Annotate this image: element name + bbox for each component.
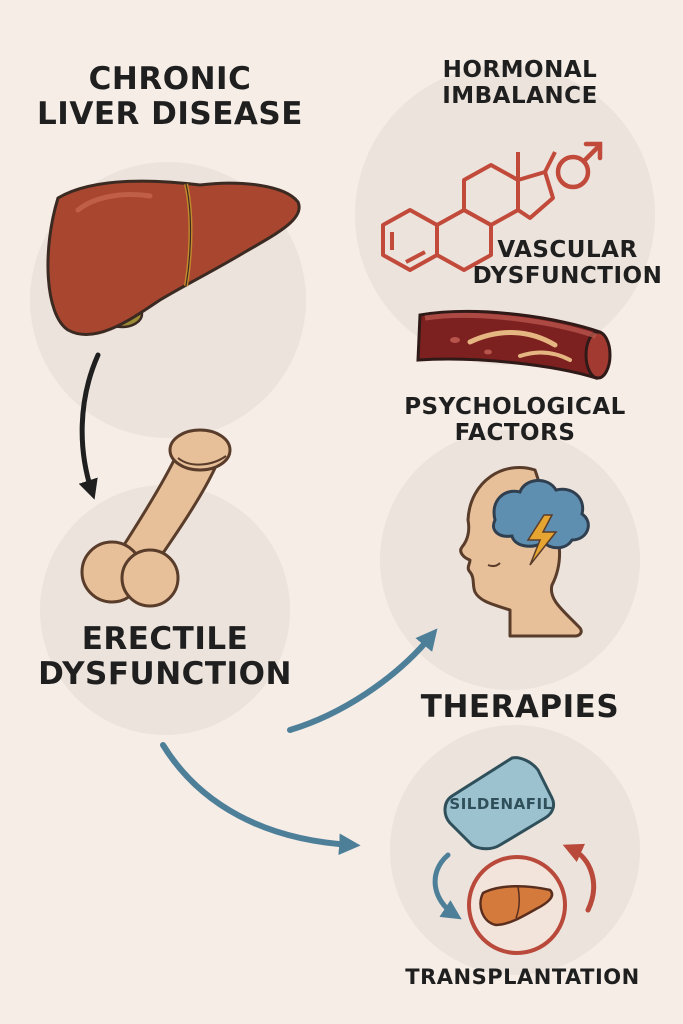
title-ed-line-2: DYSFUNCTION	[38, 655, 292, 692]
head-storm-icon	[459, 465, 590, 638]
title-chronic-liver-disease: CHRONIC LIVER DISEASE	[10, 62, 330, 131]
arrow-ed-to-psych	[287, 628, 438, 733]
arrow-liver-to-ed	[78, 352, 101, 500]
arrow-ed-to-therapies	[160, 742, 361, 856]
label-hormonal-imbalance: HORMONAL IMBALANCE	[400, 57, 640, 110]
liver-icon	[46, 179, 301, 336]
transplant-liver-icon	[467, 855, 567, 955]
male-symbol-icon	[555, 141, 603, 190]
label-vascular-dysfunction: VASCULAR DYSFUNCTION	[455, 237, 680, 290]
title-cld-line-2: LIVER DISEASE	[37, 95, 303, 132]
pill-label: SILDENAFIL	[449, 795, 553, 813]
label-vascular-line-1: VASCULAR	[497, 237, 638, 263]
label-hormonal-line-2: IMBALANCE	[442, 82, 598, 109]
title-cld-line-1: CHRONIC	[88, 61, 252, 97]
label-hormonal-line-1: HORMONAL	[442, 57, 598, 83]
cycle-arrow-blue	[432, 852, 462, 920]
title-ed-line-1: ERECTILE	[81, 621, 249, 657]
cycle-arrow-red	[562, 843, 597, 913]
blood-vessel-icon	[416, 310, 612, 380]
label-psych-line-1: PSYCHOLOGICAL	[404, 394, 626, 420]
pill-icon	[443, 756, 556, 851]
label-psychological-factors: PSYCHOLOGICAL FACTORS	[380, 394, 650, 447]
label-psych-line-2: FACTORS	[454, 419, 576, 446]
penis-icon	[80, 428, 232, 608]
steroid-structure-icon	[381, 151, 557, 272]
title-erectile-dysfunction: ERECTILE DYSFUNCTION	[15, 622, 315, 691]
label-transplantation: TRANSPLANTATION	[405, 965, 640, 989]
label-therapies: THERAPIES	[420, 689, 620, 725]
label-vascular-line-2: DYSFUNCTION	[472, 262, 663, 289]
